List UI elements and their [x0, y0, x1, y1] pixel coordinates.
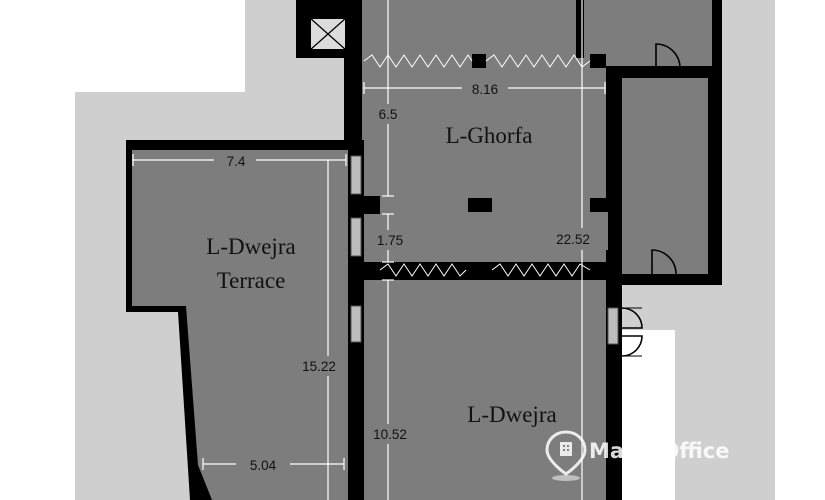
pillar — [590, 54, 606, 68]
room-label-terrace-line2: Terrace — [217, 268, 286, 293]
watermark-text: MatchOffice — [589, 439, 729, 463]
pillar — [472, 54, 486, 68]
room-fills — [132, 0, 712, 500]
ghorfa-height-label: 6.5 — [379, 107, 398, 122]
window — [350, 305, 362, 343]
pillar — [590, 198, 608, 212]
ghorfa-width-label: 8.16 — [472, 82, 498, 97]
terrace-bottom-width-label: 5.04 — [250, 458, 277, 473]
dimension-label-patches — [214, 80, 604, 474]
door-swing-icon — [655, 43, 681, 69]
dwejra-height-label: 10.52 — [373, 427, 407, 442]
corridor-floor — [622, 78, 708, 274]
passage-label: 1.75 — [377, 233, 403, 248]
pillar — [362, 262, 380, 280]
pillar — [362, 196, 380, 214]
terrace-floor — [132, 150, 348, 500]
room-label-ghorfa: L-Ghorfa — [446, 123, 533, 148]
shaft-icon — [309, 17, 347, 51]
doors — [621, 43, 681, 357]
dwejra-floor — [362, 280, 608, 500]
windows — [350, 155, 619, 345]
terrace-width-label: 7.4 — [227, 154, 246, 169]
pillar — [590, 262, 608, 278]
room-label-terrace-line1: L-Dwejra — [206, 234, 295, 259]
door-swing-icon — [651, 249, 677, 275]
window — [350, 155, 362, 195]
ghorfa-floor — [362, 0, 608, 262]
watermark: MatchOffice — [545, 430, 729, 481]
location-pin-building-icon — [545, 430, 587, 481]
partition-top — [363, 54, 473, 68]
window — [350, 217, 362, 257]
pillar — [466, 262, 492, 278]
pillars — [362, 54, 608, 280]
folding-partitions — [363, 54, 591, 277]
partition-top-right — [485, 54, 591, 68]
room-label-dwejra: L-Dwejra — [467, 402, 556, 427]
window — [607, 307, 619, 345]
pillar — [468, 198, 492, 212]
partition-bottom — [379, 263, 467, 277]
partition-bottom-right — [491, 263, 591, 277]
total-length-label: 22.52 — [556, 232, 590, 247]
terrace-height-label: 15.22 — [302, 359, 336, 374]
